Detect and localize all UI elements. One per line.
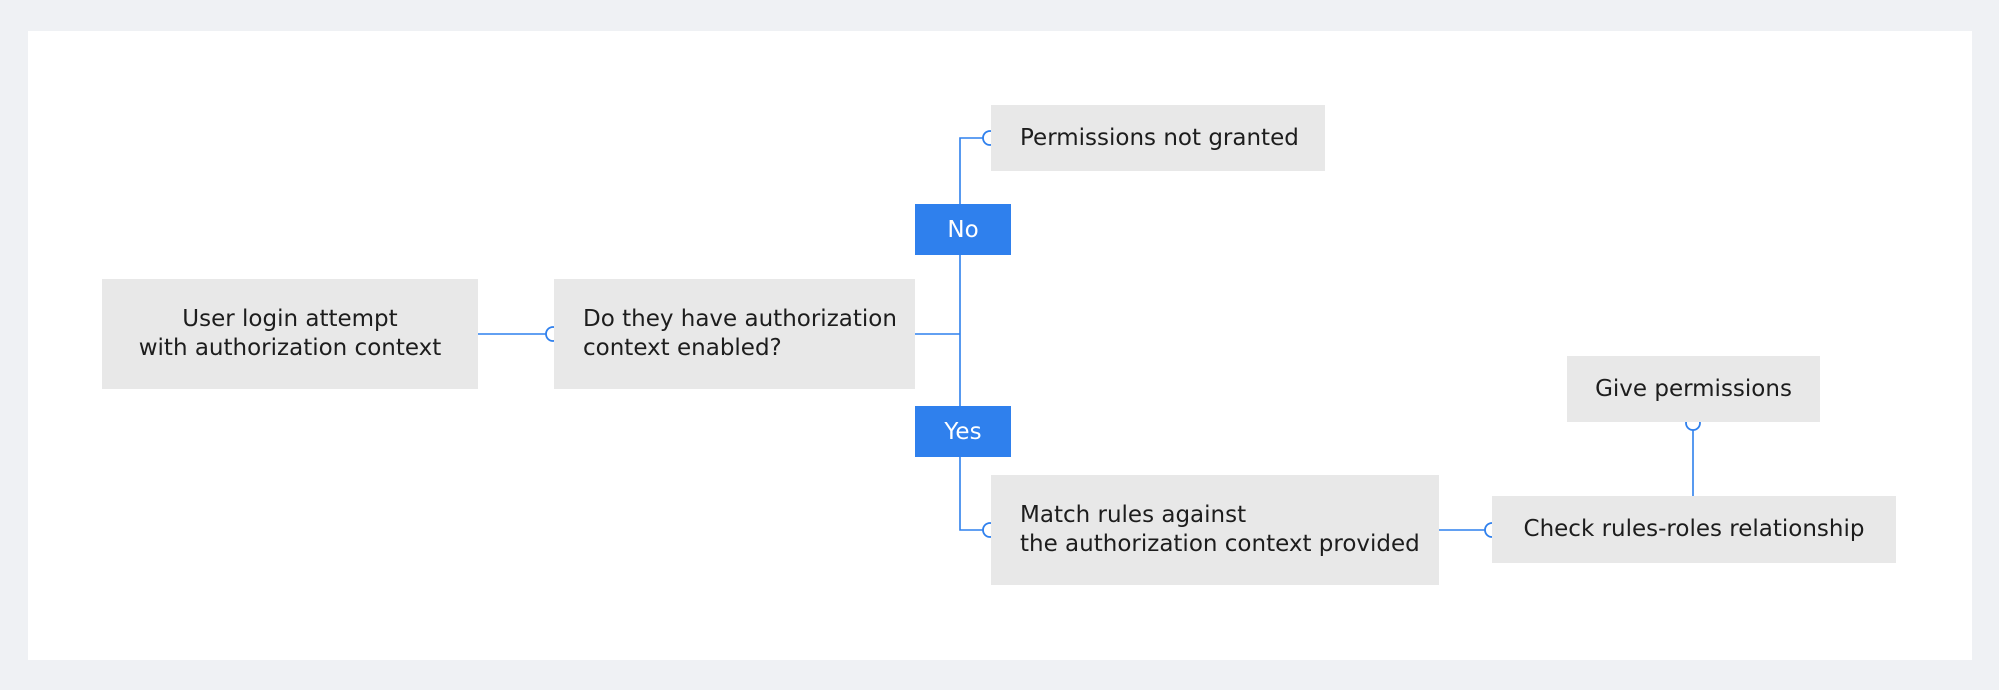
node-login-attempt: User login attempt with authorization co… — [102, 279, 478, 389]
node-authorization-decision: Do they have authorization context enabl… — [554, 279, 915, 389]
node-give-permissions-label: Give permissions — [1595, 375, 1792, 402]
node-login-attempt-label: User login attempt with authorization co… — [138, 306, 442, 361]
branch-label-no-text: No — [947, 216, 979, 243]
node-match-rules-label: Match rules against the authorization co… — [1020, 502, 1420, 557]
node-authorization-decision-label: Do they have authorization context enabl… — [583, 306, 897, 361]
node-match-rules: Match rules against the authorization co… — [991, 475, 1439, 585]
node-give-permissions: Give permissions — [1567, 356, 1820, 422]
branch-label-no: No — [915, 204, 1011, 255]
branch-label-yes: Yes — [915, 406, 1011, 457]
node-check-relationship-label: Check rules-roles relationship — [1523, 516, 1865, 542]
node-permissions-not-granted-label: Permissions not granted — [1020, 124, 1299, 151]
branch-label-yes-text: Yes — [944, 418, 982, 445]
node-permissions-not-granted: Permissions not granted — [991, 105, 1325, 171]
connector-branch-trunk — [959, 137, 983, 531]
node-check-relationship: Check rules-roles relationship — [1492, 496, 1896, 563]
